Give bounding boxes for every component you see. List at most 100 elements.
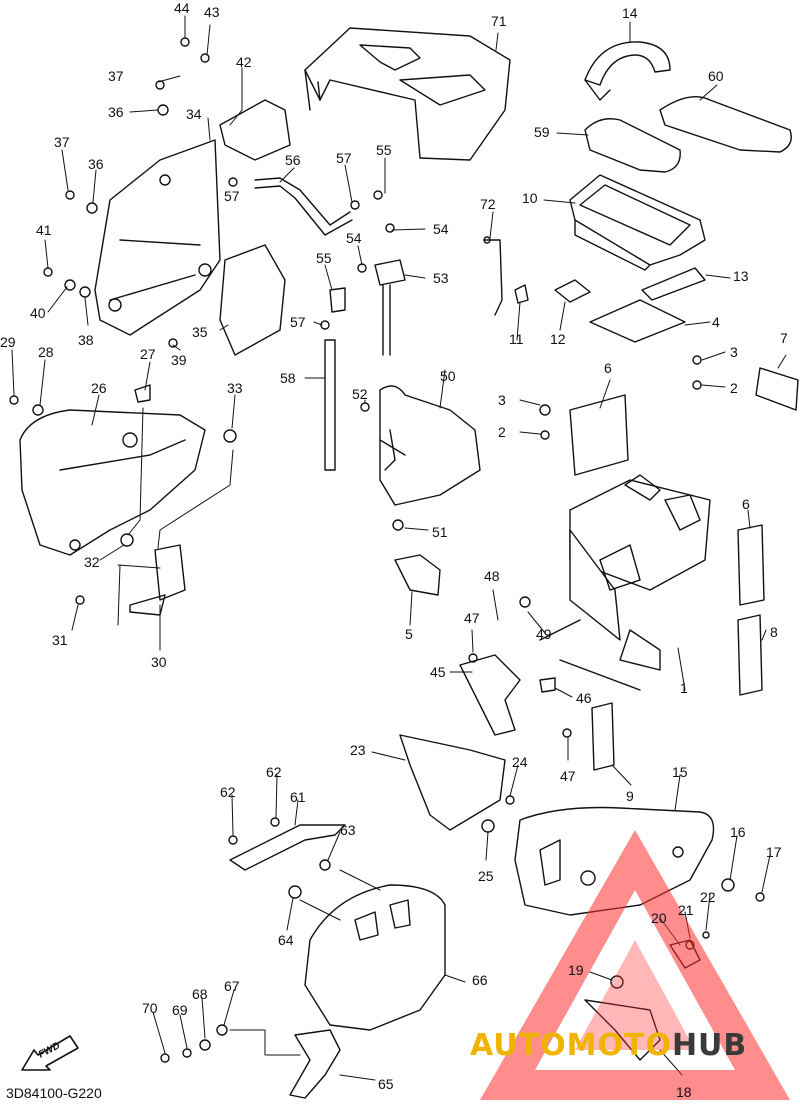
part-45-bracket bbox=[459, 654, 521, 736]
part-label-68: 68 bbox=[192, 986, 208, 1002]
part-label-46: 46 bbox=[576, 690, 592, 706]
part-label-39: 39 bbox=[171, 352, 187, 368]
part-label-55b: 55 bbox=[316, 250, 332, 266]
part-label-31: 31 bbox=[52, 632, 68, 648]
part-label-37b: 37 bbox=[54, 134, 70, 150]
part-13-pad bbox=[641, 267, 706, 301]
part-label-15: 15 bbox=[672, 764, 688, 780]
part-label-30: 30 bbox=[151, 654, 167, 670]
part-label-60: 60 bbox=[708, 68, 724, 84]
part-label-58: 58 bbox=[280, 370, 296, 386]
part-label-2a: 2 bbox=[730, 380, 738, 396]
part-label-57a: 57 bbox=[336, 150, 352, 166]
part-label-14: 14 bbox=[622, 5, 638, 21]
part-label-45: 45 bbox=[430, 664, 446, 680]
part-label-43: 43 bbox=[204, 4, 220, 20]
part-label-36b: 36 bbox=[88, 156, 104, 172]
part-label-19: 19 bbox=[568, 962, 584, 978]
part-10-tray bbox=[569, 174, 706, 271]
part-label-3a: 3 bbox=[730, 344, 738, 360]
part-11-clip bbox=[514, 284, 529, 304]
part-71-cover bbox=[304, 27, 511, 161]
part-label-63: 63 bbox=[340, 822, 356, 838]
part-18-bracket bbox=[584, 999, 661, 1061]
part-label-13: 13 bbox=[733, 268, 749, 284]
part-55-tube bbox=[329, 287, 346, 313]
part-34-side-cover bbox=[94, 139, 221, 336]
part-label-34: 34 bbox=[186, 106, 202, 122]
part-label-56: 56 bbox=[285, 152, 301, 168]
part-label-41: 41 bbox=[36, 222, 52, 238]
part-label-16: 16 bbox=[730, 824, 746, 840]
part-label-35: 35 bbox=[192, 324, 208, 340]
part-6b-pad bbox=[737, 524, 765, 606]
part-26-front-cover bbox=[19, 409, 206, 556]
part-60-pad bbox=[659, 96, 792, 153]
part-53-fitting bbox=[374, 259, 406, 286]
part-label-21: 21 bbox=[678, 902, 694, 918]
part-30-bracket bbox=[129, 544, 186, 616]
part-7-plate bbox=[755, 367, 799, 411]
part-label-25: 25 bbox=[478, 868, 494, 884]
part-label-55a: 55 bbox=[376, 142, 392, 158]
part-label-48: 48 bbox=[484, 568, 500, 584]
part-label-8: 8 bbox=[770, 624, 778, 640]
watermark-text: AUTOMOTOHUB bbox=[470, 1028, 747, 1063]
part-label-11: 11 bbox=[509, 331, 524, 347]
watermark-text-dark: HUB bbox=[671, 1028, 748, 1063]
part-label-64: 64 bbox=[278, 932, 294, 948]
part-label-38: 38 bbox=[78, 332, 94, 348]
part-42-bracket bbox=[219, 99, 291, 161]
part-label-29: 29 bbox=[0, 334, 16, 350]
part-label-47b: 47 bbox=[560, 768, 576, 784]
part-label-6a: 6 bbox=[604, 360, 612, 376]
part-label-10: 10 bbox=[522, 190, 538, 206]
part-65-bracket bbox=[289, 1029, 341, 1099]
part-label-4: 4 bbox=[712, 314, 720, 330]
part-label-26: 26 bbox=[91, 380, 107, 396]
part-label-72: 72 bbox=[480, 196, 496, 212]
part-4-pad bbox=[589, 299, 686, 343]
part-66-side-cover bbox=[304, 884, 446, 1031]
part-label-23: 23 bbox=[350, 742, 366, 758]
part-label-54a: 54 bbox=[433, 221, 449, 237]
part-label-32: 32 bbox=[84, 554, 100, 570]
part-9-pad bbox=[591, 702, 615, 771]
part-label-5: 5 bbox=[405, 626, 413, 642]
part-72-wire bbox=[484, 239, 503, 316]
part-label-47a: 47 bbox=[464, 610, 480, 626]
part-8-pad bbox=[737, 614, 763, 696]
part-label-9: 9 bbox=[626, 788, 634, 804]
part-label-17: 17 bbox=[766, 844, 782, 860]
watermark-text-accent: AUTOMOTO bbox=[470, 1028, 672, 1063]
part-label-18: 18 bbox=[676, 1084, 692, 1100]
part-label-54b: 54 bbox=[346, 230, 362, 246]
part-label-7: 7 bbox=[780, 330, 788, 346]
part-label-57c: 57 bbox=[290, 314, 306, 330]
part-label-70: 70 bbox=[142, 1000, 158, 1016]
watermark-triangle-logo bbox=[480, 830, 790, 1100]
part-23-bracket bbox=[399, 734, 506, 831]
part-label-65: 65 bbox=[378, 1076, 394, 1092]
part-label-3b: 3 bbox=[498, 392, 506, 408]
part-label-49: 49 bbox=[536, 626, 552, 642]
part-label-40: 40 bbox=[30, 305, 46, 321]
part-1-battery-box bbox=[539, 474, 711, 691]
part-label-57b: 57 bbox=[224, 188, 240, 204]
part-12-pad bbox=[554, 279, 591, 303]
part-label-62b: 62 bbox=[220, 784, 236, 800]
part-label-62a: 62 bbox=[266, 764, 282, 780]
diagram-code: 3D84100-G220 bbox=[6, 1085, 102, 1101]
part-label-28: 28 bbox=[38, 344, 54, 360]
part-label-42: 42 bbox=[236, 54, 252, 70]
part-label-24: 24 bbox=[512, 754, 528, 770]
part-label-2b: 2 bbox=[498, 424, 506, 440]
leader-lines bbox=[11, 15, 787, 1081]
part-50-reservoir bbox=[379, 385, 481, 506]
fwd-arrow-icon bbox=[21, 1035, 79, 1071]
part-label-6b: 6 bbox=[742, 496, 750, 512]
part-61-bracket bbox=[229, 824, 346, 871]
part-58-hose bbox=[324, 339, 336, 471]
